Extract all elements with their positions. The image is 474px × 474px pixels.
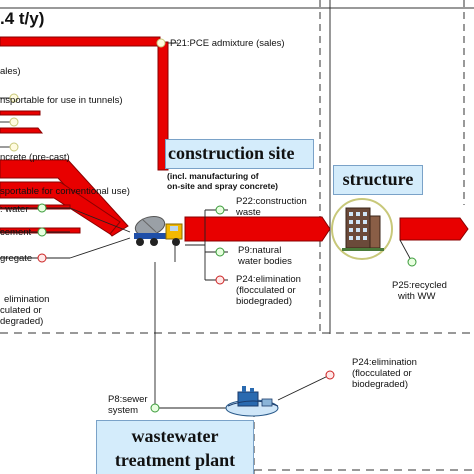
construction-site-box: construction site (165, 139, 314, 169)
label-left-elimination-3: degraded) (0, 316, 44, 327)
marker-water (37, 203, 47, 213)
label-left-sales: ales) (0, 66, 21, 77)
flow-structure-out (399, 217, 469, 241)
label-left-cement: cement (0, 227, 32, 238)
marker-left-2 (9, 117, 19, 127)
structure-title: structure (342, 169, 414, 189)
header-fragment: .4 t/y) (0, 9, 44, 28)
label-left-water: : water (0, 204, 29, 215)
label-p24-site-1: P24:elimination (236, 274, 301, 285)
construction-site-title: construction site (168, 143, 295, 163)
label-p22-2: waste (236, 207, 261, 218)
label-left-conventional: sportable for conventional use) (0, 186, 130, 197)
construction-site-subtitle-1: (incl. manufacturing of (167, 171, 259, 181)
marker-p9 (215, 247, 225, 257)
label-p8-1: P8:sewer (108, 394, 148, 405)
marker-p24-wwtp (325, 370, 335, 380)
wastewater-box: wastewater treatment plant (96, 420, 254, 474)
label-p22-1: P22:construction (236, 196, 307, 207)
label-p24-wwtp-3: biodegraded) (352, 379, 408, 390)
construction-site-subtitle-2: on-site and spray concrete) (167, 181, 279, 191)
building-icon (331, 198, 393, 260)
wastewater-title-1: wastewater (131, 426, 219, 446)
treatment-plant-icon (225, 386, 279, 417)
marker-p24-site (215, 275, 225, 285)
label-p24-wwtp-1: P24:elimination (352, 357, 417, 368)
wastewater-title-2: treatment plant (114, 450, 236, 470)
marker-p8 (150, 403, 160, 413)
label-p9-1: P9:natural (238, 245, 282, 256)
label-p24-site-3: biodegraded) (236, 296, 292, 307)
marker-p22 (215, 205, 225, 215)
flow-site-to-structure (184, 216, 331, 242)
label-left-elimination-1: elimination (4, 294, 50, 305)
marker-cement (37, 227, 47, 237)
marker-left-3 (9, 142, 19, 152)
marker-p21 (156, 38, 166, 48)
marker-p25 (407, 257, 417, 267)
label-p8-2: system (108, 405, 139, 416)
marker-aggregate (37, 253, 47, 263)
label-p24-site-2: (flocculated or (236, 285, 296, 296)
label-p25-1: P25:recycled (392, 280, 447, 291)
concrete-mixer-truck-icon (132, 215, 184, 246)
label-left-aggregate: gregate (0, 253, 33, 264)
flow-upper-band-2 (0, 127, 44, 134)
structure-box: structure (333, 165, 423, 195)
flow-upper-band-1 (0, 110, 41, 116)
label-p21: P21:PCE admixture (sales) (170, 38, 285, 49)
label-left-elimination-2: culated or (0, 305, 42, 316)
flow-top-horizontal (0, 36, 161, 47)
flow-markers (9, 38, 417, 413)
label-left-concrete: ncrete (pre-cast) (0, 152, 70, 163)
label-p24-wwtp-2: (flocculated or (352, 368, 412, 379)
label-left-tunnels: nsportable for use in tunnels) (0, 95, 123, 106)
flow-diagonal-lower (0, 181, 121, 235)
label-p9-2: water bodies (238, 256, 292, 267)
marker-left-1 (9, 93, 19, 103)
label-p25-2: with WW (398, 291, 436, 302)
